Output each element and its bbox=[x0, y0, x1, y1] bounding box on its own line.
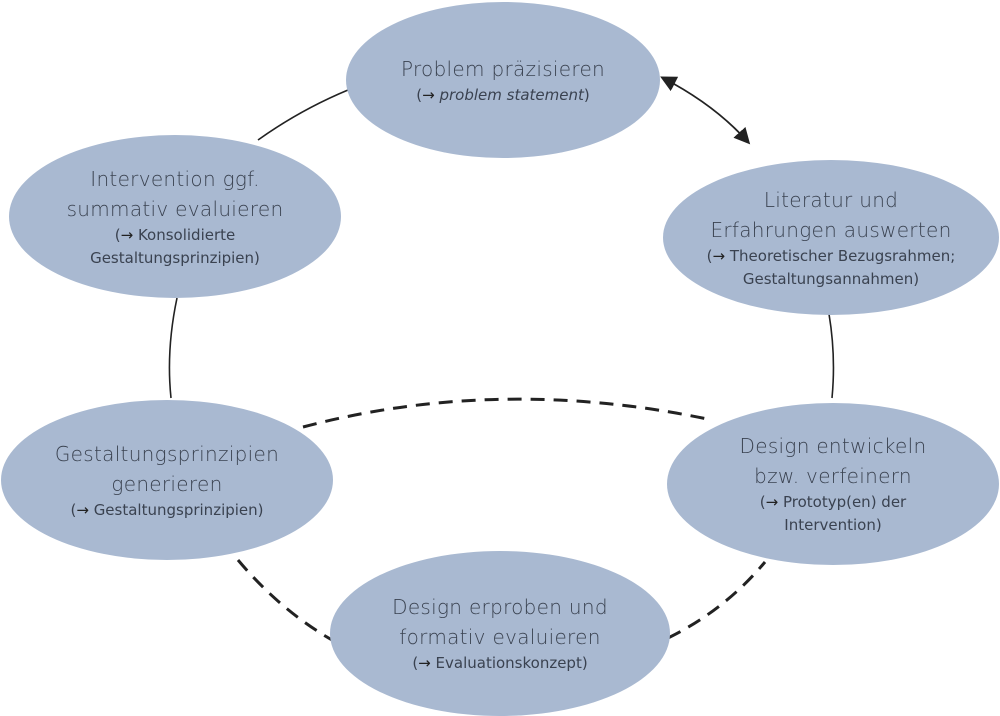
output-text: Prototyp(en) der bbox=[782, 493, 907, 511]
node-literatur-auswerten: Literatur und Erfahrungen auswerten (→ T… bbox=[663, 160, 999, 315]
dashed-connector-gestaltung-design bbox=[302, 397, 713, 429]
output-text: Theoretischer Bezugsrahmen; bbox=[729, 246, 956, 265]
connector-literatur-design bbox=[828, 313, 835, 399]
node-problem-praezisieren: Problem präzisieren (→ problem statement… bbox=[346, 2, 660, 158]
node-title-line2: Erfahrungen auswerten bbox=[710, 217, 952, 242]
output-text: problem statement bbox=[439, 85, 584, 104]
connector-problem-intervention bbox=[257, 89, 349, 141]
node-output-line1: (→ Konsolidierte bbox=[114, 225, 236, 244]
node-title-line1: Gestaltungsprinzipien bbox=[54, 441, 280, 466]
output-text: Gestaltungsprinzipien) bbox=[93, 500, 264, 519]
node-title-line1: Design erproben und bbox=[392, 595, 608, 619]
node-output-line1: (→ Gestaltungsprinzipien) bbox=[70, 500, 264, 519]
node-title-line1: Design entwickeln bbox=[739, 434, 927, 458]
node-output: (→ problem statement) bbox=[416, 85, 590, 104]
arrow-icon: → bbox=[765, 493, 779, 511]
node-output-line1: (→ Theoretischer Bezugsrahmen; bbox=[706, 246, 956, 265]
node-title-line2: summativ evaluieren bbox=[66, 196, 284, 221]
arrow-icon: → bbox=[418, 654, 431, 672]
bidirectional-arrow-problem-literatur bbox=[660, 76, 751, 145]
dashed-connector-erproben-design bbox=[667, 561, 767, 640]
node-output-line2: Gestaltungsprinzipien) bbox=[90, 248, 260, 267]
node-title-line1: Intervention ggf. bbox=[90, 166, 260, 191]
node-title-line2: bzw. verfeinern bbox=[754, 464, 912, 488]
node-intervention-evaluieren: Intervention ggf. summativ evaluieren (→… bbox=[9, 135, 341, 298]
output-text: Evaluationskonzept) bbox=[435, 654, 588, 672]
node-title-line2: formativ evaluieren bbox=[399, 625, 601, 649]
arrow-icon: → bbox=[120, 225, 134, 244]
node-output-line1: (→ Evaluationskonzept) bbox=[412, 654, 588, 672]
node-gestaltungsprinzipien-generieren: Gestaltungsprinzipien generieren (→ Gest… bbox=[1, 400, 333, 560]
output-text: Konsolidierte bbox=[137, 225, 236, 244]
node-output-line2: Gestaltungsannahmen) bbox=[742, 269, 920, 288]
node-output-line1: (→ Prototyp(en) der bbox=[759, 493, 907, 511]
dashed-connector-gestaltung-erproben bbox=[236, 559, 333, 642]
node-title-line2: generieren bbox=[111, 471, 223, 496]
node-title-line1: Literatur und bbox=[763, 187, 899, 212]
arrow-icon: → bbox=[422, 85, 435, 104]
node-output-line2: Intervention) bbox=[784, 516, 882, 534]
node-design-entwickeln: Design entwickeln bzw. verfeinern (→ Pro… bbox=[667, 403, 999, 565]
node-design-erproben: Design erproben und formativ evaluieren … bbox=[330, 551, 670, 716]
connector-intervention-gestaltung bbox=[168, 297, 178, 399]
arrow-icon: → bbox=[712, 246, 726, 265]
node-title: Problem präzisieren bbox=[400, 56, 606, 81]
arrow-icon: → bbox=[76, 500, 89, 519]
